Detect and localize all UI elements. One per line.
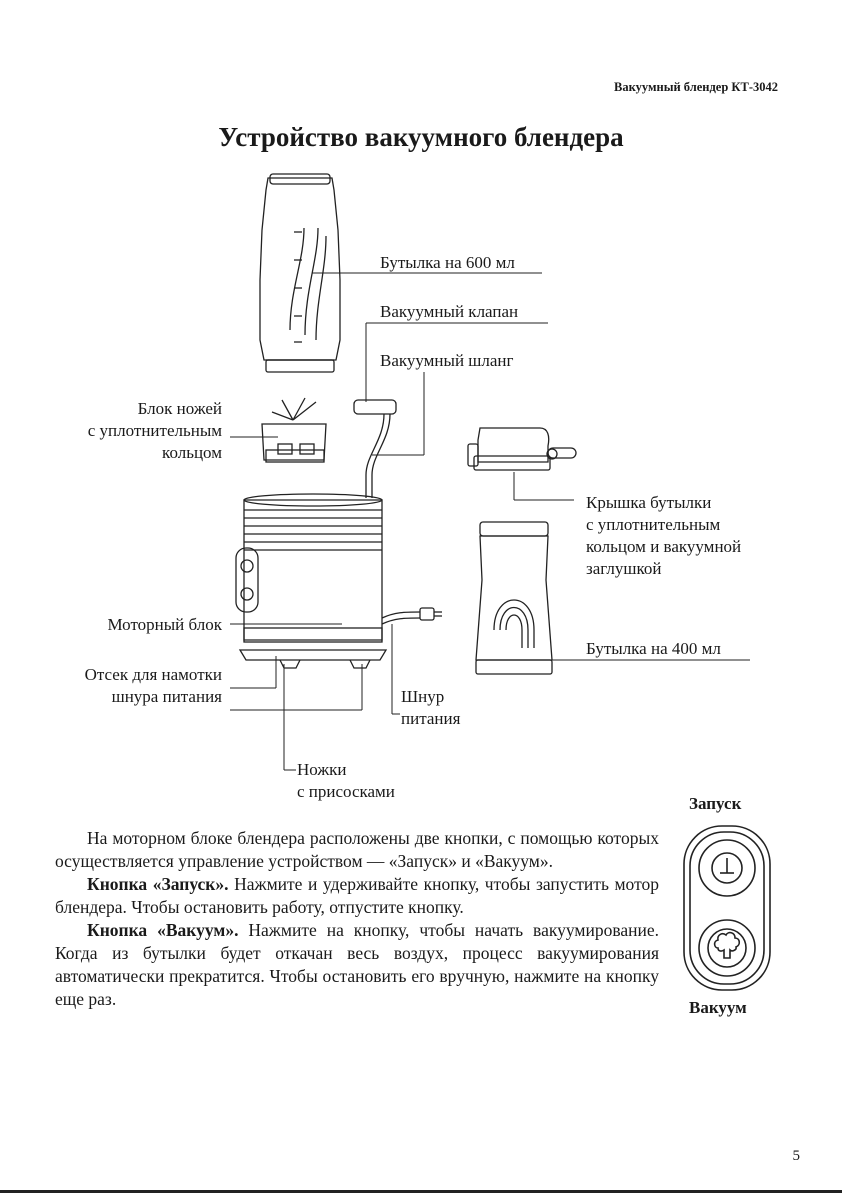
page-number: 5 — [792, 1148, 801, 1164]
power-cord-illustration — [381, 607, 442, 625]
callout-vacuum-hose: Вакуумный шланг — [380, 351, 514, 370]
paragraph-text: Нажмите на кнопку, чтобы начать вакуумир… — [55, 920, 659, 1009]
vacuum-hose-illustration — [353, 399, 397, 498]
callout-vacuum-valve: Вакуумный клапан — [380, 302, 519, 321]
callout-bottle-lid: Крышка бутылки с уплотнительным кольцом … — [586, 492, 741, 580]
blender-diagram — [230, 173, 750, 771]
callout-line: с присосками — [297, 782, 395, 801]
callout-line: Ножки — [297, 760, 347, 779]
paragraph-text: Нажмите и удерживайте кнопку, чтобы запу… — [55, 874, 659, 917]
callout-bottle-400: Бутылка на 400 мл — [586, 639, 721, 658]
page-title: Устройство вакуумного блендера — [218, 122, 624, 152]
bottle-lid-illustration — [467, 427, 577, 471]
paragraph-intro: На моторном блоке блендера расположены д… — [55, 828, 659, 871]
start-button-label: Запуск — [689, 794, 742, 813]
vacuum-tree-icon — [698, 919, 756, 977]
vacuum-button-label: Вакуум — [689, 998, 747, 1017]
control-panel-illustration — [683, 825, 771, 991]
running-header: Вакуумный блендер КТ-3042 — [614, 80, 778, 94]
callout-feet: Ножки с присосками — [297, 759, 395, 803]
callout-line: заглушкой — [586, 559, 662, 578]
callout-line: с уплотнительным — [87, 421, 222, 440]
body-text: На моторном блоке блендера расположены д… — [55, 827, 659, 1011]
callout-line: кольцом — [162, 443, 222, 462]
callout-motor-block: Моторный блок — [107, 615, 222, 634]
paragraph-start-button: Кнопка «Запуск». Нажмите и удерживайте к… — [55, 873, 659, 919]
motor-block-illustration — [235, 493, 388, 669]
callout-line: шнура питания — [111, 687, 222, 706]
callout-line: Шнур — [401, 687, 445, 706]
bottle-400-illustration — [475, 521, 553, 675]
bottle-600-illustration — [259, 173, 341, 373]
callout-line: кольцом и вакуумной — [586, 537, 742, 556]
paragraph-heading: Кнопка «Запуск». — [87, 874, 229, 894]
callout-line: Отсек для намотки — [84, 665, 222, 684]
callout-line: Блок ножей — [137, 399, 222, 418]
paragraph-heading: Кнопка «Вакуум». — [87, 920, 239, 940]
callout-power-cord: Шнур питания — [401, 686, 460, 730]
callout-bottle-600: Бутылка на 600 мл — [380, 253, 515, 272]
power-icon — [698, 839, 756, 897]
bottom-rule — [0, 1190, 842, 1193]
callout-line: Крышка бутылки — [586, 493, 712, 512]
callout-line: с уплотнительным — [586, 515, 721, 534]
callout-cord-storage: Отсек для намотки шнура питания — [85, 664, 222, 708]
blade-block-illustration — [261, 397, 327, 463]
paragraph-vacuum-button: Кнопка «Вакуум». Нажмите на кнопку, чтоб… — [55, 919, 659, 1011]
callout-line: питания — [401, 709, 461, 728]
callout-blade-block: Блок ножей с уплотнительным кольцом — [88, 398, 222, 464]
